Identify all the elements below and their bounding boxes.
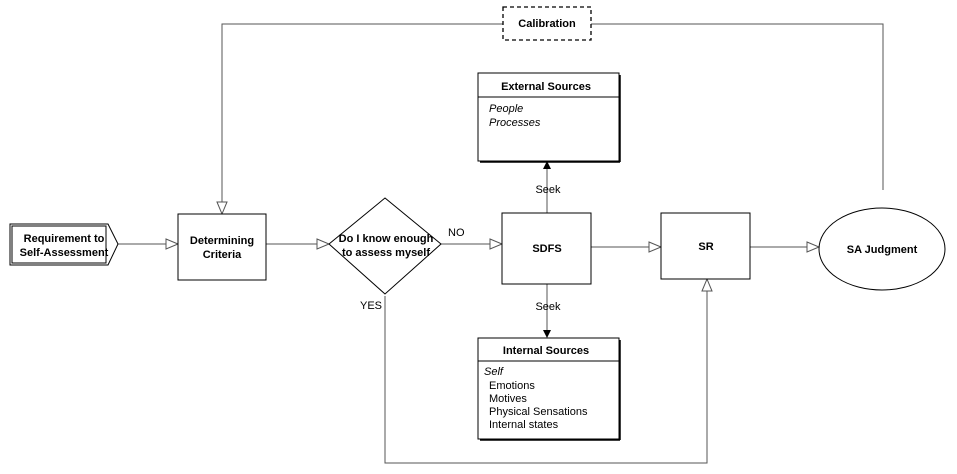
node-sdfs: SDFS <box>501 212 592 285</box>
edge-label-seek-up: Seek <box>535 184 561 196</box>
sa-judgment-label: SA Judgment <box>847 244 918 256</box>
edge-label-seek-down: Seek <box>535 301 561 313</box>
internal-item-emotions: Emotions <box>489 380 535 392</box>
sdfs-label: SDFS <box>532 243 561 255</box>
node-calibration: Calibration <box>502 6 592 41</box>
internal-item-physical-sensations: Physical Sensations <box>489 406 588 418</box>
internal-item-motives: Motives <box>489 393 527 405</box>
arrowhead-sdfs-in <box>489 238 504 250</box>
calibration-label: Calibration <box>518 18 576 30</box>
internal-sources-title: Internal Sources <box>503 345 589 357</box>
node-external-sources: External Sources People Processes <box>477 72 621 163</box>
edge-decision-yes-loop <box>384 287 708 464</box>
external-sources-title: External Sources <box>501 81 591 93</box>
node-sa-judgment: SA Judgment <box>818 207 946 291</box>
internal-item-internal-states: Internal states <box>489 419 559 431</box>
node-sr: SR <box>660 212 751 280</box>
sr-label: SR <box>698 241 713 253</box>
arrowhead-internal-in <box>543 330 551 338</box>
arrowhead-decision-in <box>316 238 331 250</box>
arrowhead-criteria-in <box>165 238 180 250</box>
requirement-label-line1: Requirement to <box>24 233 105 245</box>
arrowhead-calibration-in <box>216 201 228 216</box>
arrowhead-external-in <box>543 161 551 169</box>
determining-label-line1: Determining <box>190 235 254 247</box>
internal-heading-self: Self <box>484 366 504 378</box>
determining-label-line2: Criteria <box>203 249 242 261</box>
node-decision: Do I know enough to assess myself <box>328 197 442 295</box>
edge-label-yes: YES <box>360 300 382 312</box>
external-item-processes: Processes <box>489 117 541 129</box>
edge-label-no: NO <box>448 227 465 239</box>
arrowhead-sr-in <box>648 241 663 253</box>
arrowhead-sr-bottom-in <box>701 277 713 292</box>
node-internal-sources: Internal Sources Self Emotions Motives P… <box>477 337 621 441</box>
decision-label-line1: Do I know enough <box>339 233 434 245</box>
node-requirement: Requirement to Self-Assessment <box>9 223 119 266</box>
external-item-people: People <box>489 103 523 115</box>
node-determining-criteria: Determining Criteria <box>177 213 267 281</box>
decision-label-line2: to assess myself <box>342 247 430 259</box>
requirement-label-line2: Self-Assessment <box>20 247 109 259</box>
arrowhead-judgment-in <box>806 241 821 253</box>
